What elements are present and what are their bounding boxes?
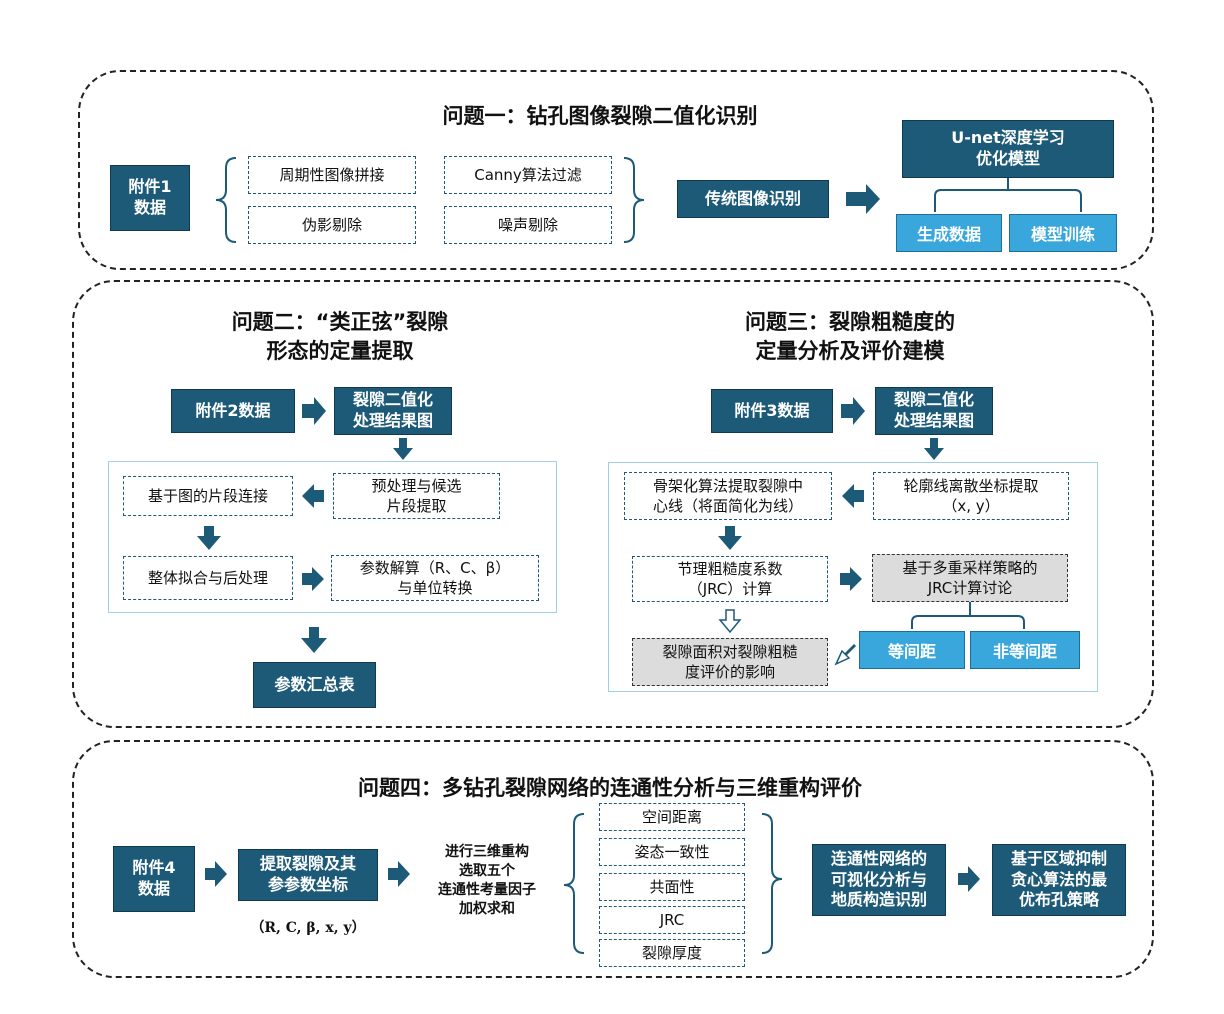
generate-data-node: 生成数据 (896, 214, 1002, 252)
step-periodic-stitch: 周期性图像拼接 (248, 156, 416, 194)
param-solve-node: 参数解算（R、C、β） 与单位转换 (331, 555, 539, 601)
traditional-recognition-node: 传统图像识别 (677, 180, 829, 218)
factor-coplanarity: 共面性 (599, 873, 745, 901)
section-4-frame (72, 740, 1154, 978)
arrow-right-icon (302, 397, 326, 425)
arrow-right-icon (846, 184, 880, 214)
attachment-4-node: 附件4 数据 (113, 846, 195, 912)
section-4-title: 问题四：多钻孔裂隙网络的连通性分析与三维重构评价 (358, 776, 862, 800)
binary-result-2-node: 裂隙二值化 处理结果图 (334, 387, 452, 435)
arrow-right-icon (205, 861, 227, 887)
arrow-left-icon (302, 484, 324, 508)
reconstruction-note: 进行三维重构 选取五个 连通性考量因子 加权求和 (438, 844, 536, 917)
unet-model-node: U-net深度学习 优化模型 (902, 120, 1114, 178)
section-1-right-brace-icon (623, 157, 645, 243)
attachment-2-node: 附件2数据 (171, 389, 295, 433)
section-2-3-frame (72, 280, 1154, 728)
hollow-arrow-diagonal-icon (834, 643, 857, 666)
preprocess-node: 预处理与候选 片段提取 (333, 473, 500, 519)
unequal-spacing-node: 非等间距 (970, 631, 1080, 669)
extract-params-node: 提取裂隙及其 参参数坐标 (238, 849, 378, 901)
jrc-calc-node: 节理粗糙度系数 （JRC）计算 (632, 556, 828, 602)
section-3-title: 问题三：裂隙粗糙度的 定量分析及评价建模 (745, 310, 955, 364)
arrow-left-icon (842, 484, 864, 508)
arrow-down-icon (718, 526, 742, 550)
factor-fracture-thickness: 裂隙厚度 (599, 939, 745, 967)
step-noise-removal: 噪声剔除 (444, 206, 612, 244)
section-1-left-brace-icon (215, 157, 237, 243)
arrow-down-icon (924, 438, 944, 460)
arrow-right-icon (958, 866, 980, 892)
factor-jrc: JRC (599, 906, 745, 934)
arrow-right-icon (840, 567, 862, 591)
arrow-right-icon (302, 567, 324, 591)
area-effect-node: 裂隙面积对裂隙粗糙 度评价的影响 (632, 638, 828, 686)
optimal-drilling-node: 基于区域抑制 贪心算法的最 优布孔策略 (992, 844, 1126, 916)
hollow-arrow-down-icon (718, 609, 742, 634)
section-2-title: 问题二：“类正弦”裂隙 形态的定量提取 (231, 310, 449, 364)
model-training-node: 模型训练 (1009, 214, 1117, 252)
step-canny-filter: Canny算法过滤 (444, 156, 612, 194)
section-1-frame (78, 70, 1154, 270)
visual-analysis-node: 连通性网络的 可视化分析与 地质构造识别 (812, 844, 946, 916)
section-4-left-brace-icon (563, 813, 585, 954)
skeleton-node: 骨架化算法提取裂隙中 心线（将面简化为线） (624, 472, 832, 520)
arrow-down-icon (393, 438, 413, 460)
factor-spatial-distance: 空间距离 (599, 803, 745, 831)
binary-result-3-node: 裂隙二值化 处理结果图 (875, 387, 993, 435)
section-1-title: 问题一：钻孔图像裂隙二值化识别 (442, 104, 758, 128)
multi-sample-jrc-node: 基于多重采样策略的 JRC计算讨论 (872, 554, 1068, 602)
unet-split-bracket-icon (934, 178, 1082, 212)
attachment-1-node: 附件1 数据 (110, 165, 190, 231)
section-4-right-brace-icon (761, 813, 783, 954)
overall-fit-node: 整体拟合与后处理 (123, 556, 293, 600)
param-tuple-label: （R, C, β, x, y） (250, 920, 366, 936)
param-summary-node: 参数汇总表 (253, 662, 376, 708)
step-artifact-removal: 伪影剔除 (248, 206, 416, 244)
arrow-right-icon (388, 861, 410, 887)
graph-connect-node: 基于图的片段连接 (123, 476, 293, 516)
factor-attitude-consistency: 姿态一致性 (599, 838, 745, 866)
arrow-down-icon (197, 526, 221, 550)
equal-spacing-node: 等间距 (859, 631, 965, 669)
arrow-down-icon (301, 627, 327, 653)
multi-sample-split-bracket-icon (911, 602, 1025, 629)
arrow-right-icon (841, 397, 865, 425)
contour-extract-node: 轮廓线离散坐标提取 （x, y） (873, 472, 1069, 520)
attachment-3-node: 附件3数据 (711, 389, 833, 433)
